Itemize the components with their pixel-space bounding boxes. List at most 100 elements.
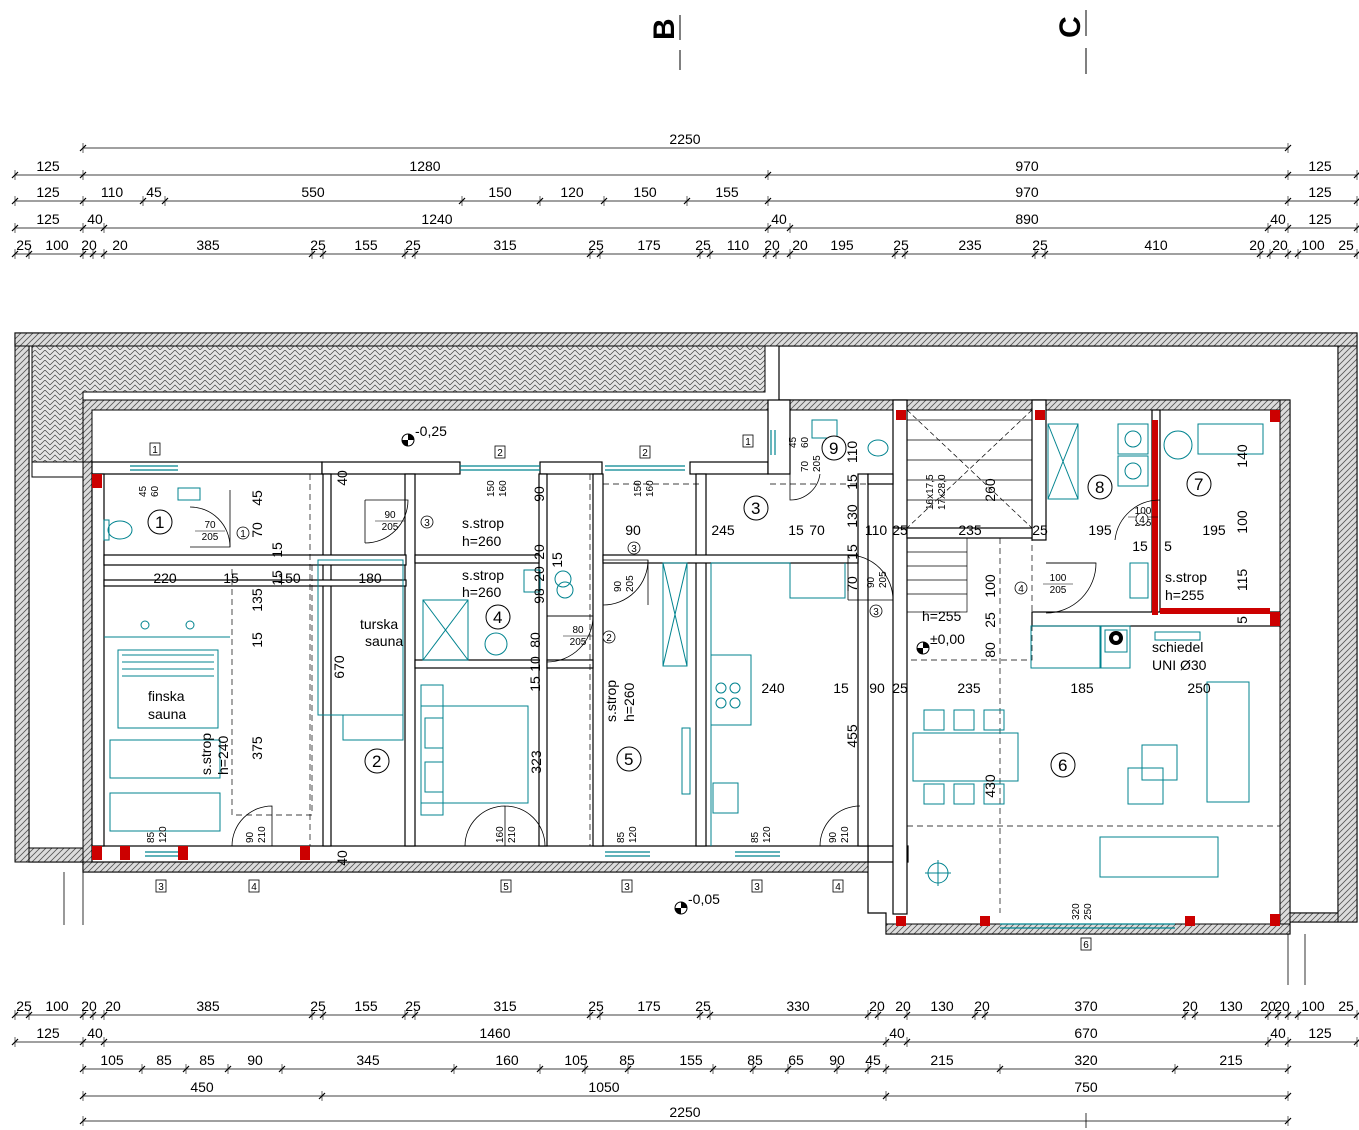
door-tag-circle <box>1135 512 1149 526</box>
opening-width: 100 <box>1050 573 1067 584</box>
interior-dimension: 70 <box>844 576 860 592</box>
opening-width: 80 <box>572 625 584 636</box>
furniture <box>103 419 1264 878</box>
dimension-label: 40 <box>87 1025 103 1041</box>
dimension-label: 125 <box>36 158 60 174</box>
interior-dimension: 195 <box>1202 522 1226 538</box>
dimension-label: 85 <box>199 1052 215 1068</box>
dimension-label: 40 <box>1270 211 1286 227</box>
dimension-label: 25 <box>588 237 604 253</box>
door-tag-circle <box>420 515 434 529</box>
interior-dimension: 235 <box>957 680 981 696</box>
dimension-label: 110 <box>101 184 124 200</box>
interior-dimension: 240 <box>761 680 785 696</box>
dimension-label: 2250 <box>669 131 700 147</box>
interior-dimension: 90 <box>531 486 547 502</box>
dimension-label: 125 <box>1308 1025 1332 1041</box>
opening-height: 205 <box>625 575 636 592</box>
interior-dimension: 5 <box>1164 538 1172 554</box>
ceiling-projections <box>231 409 1280 913</box>
opening-tag: 5 <box>503 882 509 893</box>
opening-width: 70 <box>204 520 216 531</box>
dimension-label: 235 <box>958 237 982 253</box>
door-tag-circle <box>602 630 616 644</box>
interior-dimension: 430 <box>982 774 998 798</box>
opening-tag: 4 <box>835 882 841 893</box>
dimension-label: 20 <box>764 237 780 253</box>
opening-tag: 1 <box>745 437 751 448</box>
interior-dimension: 185 <box>1070 680 1094 696</box>
dimension-label: 40 <box>87 211 103 227</box>
dimension-label: 20 <box>869 998 885 1014</box>
opening-height: 160 <box>498 480 509 497</box>
dimension-label: 20 <box>1249 237 1265 253</box>
interior-dimension: 15 <box>269 570 285 586</box>
interior-dimension: 90 <box>625 522 641 538</box>
interior-dimension: 110 <box>844 441 860 464</box>
opening-tag: 1 <box>152 445 158 456</box>
interior-dimension: 235 <box>958 522 982 538</box>
opening-width: 70 <box>800 460 811 472</box>
dimension-label: 20 <box>792 237 808 253</box>
door-tag: 3 <box>424 518 430 529</box>
dimension-label: 25 <box>1032 237 1048 253</box>
svg-text:2: 2 <box>372 752 381 771</box>
door-tag-circle <box>1014 581 1028 595</box>
svg-text:h=240: h=240 <box>215 735 231 775</box>
svg-text:3: 3 <box>751 499 760 518</box>
dimension-label: 20 <box>1260 998 1276 1014</box>
svg-text:s.strop: s.strop <box>462 567 504 583</box>
opening-tag: 4 <box>251 882 257 893</box>
dimension-label: 345 <box>356 1052 380 1068</box>
interior-dimension: 15 <box>1132 538 1148 554</box>
opening-width: 90 <box>828 831 839 843</box>
dimension-label: 25 <box>695 237 711 253</box>
door-tag-circle <box>236 526 250 540</box>
dimension-label: 40 <box>1270 1025 1286 1041</box>
dimension-label: 20 <box>81 237 97 253</box>
dimension-label: 100 <box>45 998 69 1014</box>
svg-text:s.strop: s.strop <box>462 515 504 531</box>
dimension-label: 20 <box>112 237 128 253</box>
interior-dimension: 5 <box>1234 616 1250 624</box>
dimension-label: 45 <box>146 184 162 200</box>
fireplace-chimney <box>1109 631 1123 645</box>
dimension-label: 100 <box>45 237 69 253</box>
opening-height: 60 <box>150 485 161 497</box>
door-tag: 4 <box>1018 584 1024 595</box>
opening-tag-box <box>155 879 167 893</box>
dimension-label: 20 <box>895 998 911 1014</box>
opening-tag-box <box>742 434 754 448</box>
dimension-label: 330 <box>786 998 810 1014</box>
opening-height: 205 <box>812 455 823 472</box>
opening-width: 150 <box>486 480 497 497</box>
opening-height: 210 <box>840 826 851 843</box>
opening-tag: 3 <box>158 882 164 893</box>
room-numbers: 1 2 3 4 5 6 7 8 9 <box>147 435 1212 778</box>
dimension-label: 320 <box>1074 1052 1098 1068</box>
dimension-label: 25 <box>310 237 326 253</box>
dimension-label: 25 <box>16 998 32 1014</box>
dimension-label: 150 <box>488 184 512 200</box>
door-tag: 3 <box>873 607 879 618</box>
dimension-label: 40 <box>889 1025 905 1041</box>
door-tag: 2 <box>606 633 612 644</box>
opening-width: 45 <box>138 485 149 497</box>
dimension-label: 100 <box>1301 998 1325 1014</box>
entrance-mark <box>925 860 951 886</box>
dimension-label: 970 <box>1015 184 1039 200</box>
staircase <box>906 409 1033 613</box>
opening-tag-box <box>1080 937 1092 951</box>
opening-tag: 2 <box>642 448 648 459</box>
dimension-label: 670 <box>1074 1025 1098 1041</box>
grid-lines <box>63 872 1306 1128</box>
interior-dimension: 195 <box>1088 522 1112 538</box>
interior-dimension: 130 <box>844 504 860 528</box>
interior-dimension: 20 <box>531 566 547 582</box>
interior-dimension: 15 <box>844 474 860 490</box>
interior-dimension: 70 <box>809 522 825 538</box>
dimension-label: 20 <box>1182 998 1198 1014</box>
dimension-label: 155 <box>354 237 378 253</box>
